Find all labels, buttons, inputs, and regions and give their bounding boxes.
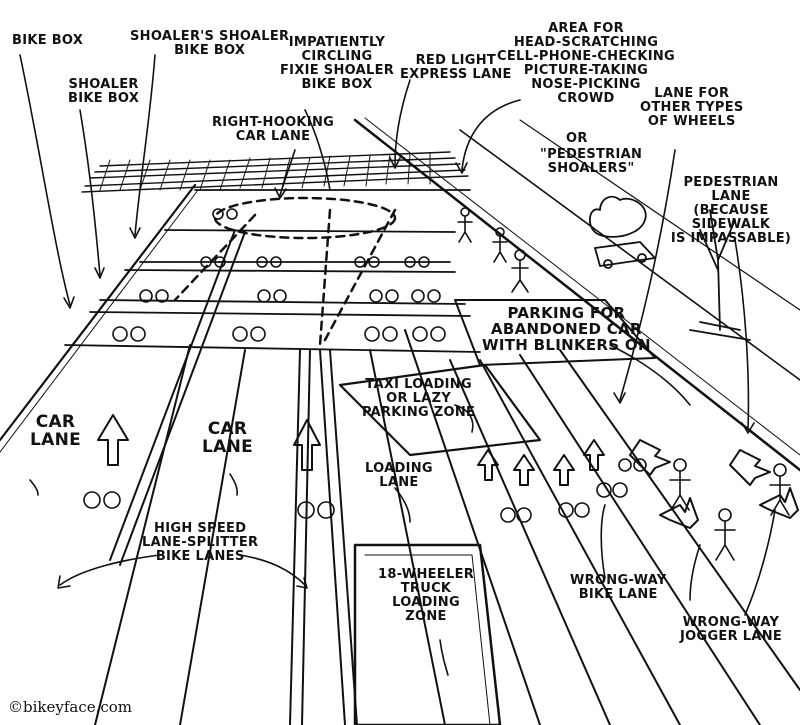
truck-zone-box — [353, 543, 502, 725]
pedestrian-figures — [457, 207, 791, 561]
label-shoalers-shoaler-bike-box: SHOALER'S SHOALER BIKE BOX — [130, 29, 290, 59]
label-wrong-way-jogger: WRONG-WAY JOGGER LANE — [680, 615, 783, 645]
label-car-lane-mid: CAR LANE — [202, 419, 254, 458]
callout-arrows — [19, 54, 776, 676]
label-parking-abandoned: PARKING FOR ABANDONED CAR WITH BLINKERS … — [482, 304, 651, 355]
curb-line-2 — [364, 117, 800, 456]
label-loading-lane: LOADING LANE — [365, 461, 433, 491]
road-left-edge-inner — [0, 189, 199, 453]
label-pedestrian-lane: PEDESTRIAN LANE (BECAUSE SIDEWALK IS IMP… — [670, 175, 792, 247]
label-right-hooking: RIGHT-HOOKING CAR LANE — [212, 115, 335, 145]
label-red-light-express: RED LIGHT EXPRESS LANE — [400, 53, 512, 83]
lane-arrows — [97, 414, 799, 529]
label-lane-other-wheels: LANE FOR OTHER TYPES OF WHEELS — [640, 86, 744, 130]
bike-symbols — [83, 208, 647, 523]
label-high-speed: HIGH SPEED LANE-SPLITTER BIKE LANES — [142, 521, 259, 565]
label-area-for-crowd: AREA FOR HEAD-SCRATCHING CELL-PHONE-CHEC… — [497, 21, 676, 107]
label-or: OR — [566, 131, 588, 146]
label-pedestrian-shoalers: "PEDESTRIAN SHOALERS" — [540, 147, 643, 177]
taxi-zone-box — [338, 363, 542, 457]
sidewalk-far — [519, 119, 800, 311]
tree — [689, 209, 751, 341]
label-truck-zone: 18-WHEELER TRUCK LOADING ZONE — [378, 567, 475, 625]
label-wrong-way-bike: WRONG-WAY BIKE LANE — [570, 573, 667, 603]
credit-text: ©bikeyface.com — [8, 698, 133, 716]
lane-lines — [94, 229, 800, 725]
label-bike-box: BIKE BOX — [12, 33, 84, 48]
parking-zone-box — [454, 299, 656, 366]
label-car-lane-left: CAR LANE — [30, 412, 82, 451]
label-shoaler-bike-box: SHOALER BIKE BOX — [68, 77, 140, 107]
label-impatiently-circling: IMPATIENTLY CIRCLING FIXIE SHOALER BIKE … — [280, 35, 395, 93]
label-taxi-loading: TAXI LOADING OR LAZY PARKING ZONE — [362, 377, 476, 421]
curb-line — [353, 118, 800, 472]
